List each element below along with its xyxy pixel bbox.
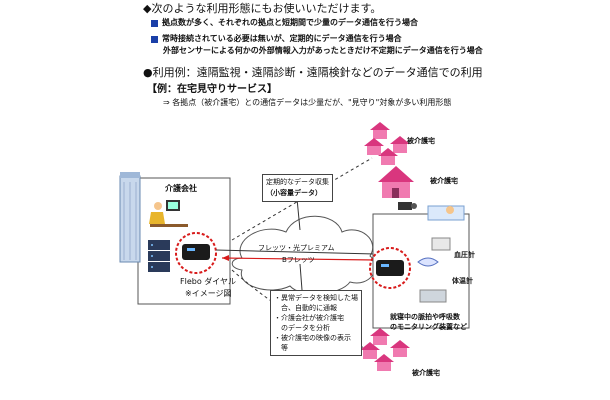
thermometer-label: 体温計 (452, 277, 473, 285)
note-line: ・被介護宅の映像の表示 (274, 334, 351, 342)
intro-line: ◆次のような利用形態にもお使いいただけます。 (143, 0, 381, 16)
example-title: 【例：在宅見守りサービス】 (147, 84, 277, 95)
sleep-monitor-icon (419, 289, 447, 303)
point-2-line2: 外部センサーによる何かの外部情報入力があったときだけ不定期にデータ通信を行う場合 (163, 46, 483, 55)
square-bullet-icon (151, 20, 158, 27)
usage-text: ●利用例：遠隔監視・遠隔診断・遠隔検針などのデータ通信での利用 (143, 66, 483, 79)
periodic-line-1: 定期的なデータ収集 (266, 178, 329, 186)
home-top-label: 被介護宅 (407, 137, 435, 145)
note-line: ・介護会社が被介護宅 (274, 314, 344, 322)
sleep-monitor-line-1: 就寝中の脈拍や呼吸数 (390, 313, 460, 321)
periodic-line-2: （小容量データ） (266, 189, 322, 197)
home-main-label: 被介護宅 (430, 177, 458, 185)
point-1-text: 拠点数が多く、それぞれの拠点と短期間で少量のデータ通信を行う場合 (162, 18, 418, 27)
periodic-callout: 定期的なデータ収集 （小容量データ） (262, 174, 333, 202)
flebo-device-home (369, 247, 411, 289)
network-label-1: フレッツ・光プレミアム (258, 244, 335, 252)
sleep-monitor-label: 就寝中の脈拍や呼吸数 のモニタリング装置など (390, 312, 467, 332)
intro-text: ◆次のような利用形態にもお使いいただけます。 (143, 2, 382, 15)
flebo-device-company (175, 232, 217, 274)
point-2-line1: 常時接続されている必要は無いが、定期的にデータ通信を行う場合 (162, 34, 402, 43)
house-group-top (364, 122, 410, 165)
device-note-label: ※イメージ図 (185, 289, 232, 298)
house-main (378, 166, 414, 198)
notes-callout-pointer (299, 263, 303, 291)
usage-point-1: 拠点数が多く、それぞれの拠点と短期間で少量のデータ通信を行う場合 (151, 17, 418, 28)
network-label-2: Bフレッツ (282, 256, 315, 264)
bed-icon (427, 205, 465, 221)
note-line: のデータを分析 (274, 324, 330, 332)
note-line: ・異常データを検知した場 (274, 294, 358, 302)
house-group-bottom (360, 328, 410, 371)
server-rack-icon (148, 240, 170, 272)
square-bullet-icon (151, 36, 158, 43)
sleep-monitor-line-2: のモニタリング装置など (390, 323, 467, 331)
alert-arrow (221, 257, 376, 261)
notes-callout: ・異常データを検知した場 合、自動的に通報 ・介護会社が被介護宅 のデータを分析… (270, 290, 362, 356)
note-line: 等 (274, 344, 288, 352)
care-company-label: 介護会社 (165, 184, 197, 193)
example-note: ⇒ 各拠点（被介護宅）との通信データは少量だが、"見守り"対象が多い利用形態 (163, 98, 452, 107)
building-icon (119, 172, 141, 263)
thermometer-icon (417, 257, 439, 267)
camera-icon (398, 202, 417, 210)
usage-example-line: ●利用例：遠隔監視・遠隔診断・遠隔検針などのデータ通信での利用 (143, 64, 483, 80)
wire-link (215, 249, 376, 255)
note-line: 合、自動的に通報 (274, 304, 337, 312)
device-name-label: Flebo ダイヤル (180, 277, 237, 286)
bp-meter-label: 血圧計 (454, 251, 475, 259)
office-worker-icon (149, 200, 188, 227)
usage-point-2: 常時接続されている必要は無いが、定期的にデータ通信を行う場合 (151, 33, 402, 44)
home-bottom-label: 被介護宅 (412, 369, 440, 377)
bp-meter-icon (431, 237, 451, 251)
